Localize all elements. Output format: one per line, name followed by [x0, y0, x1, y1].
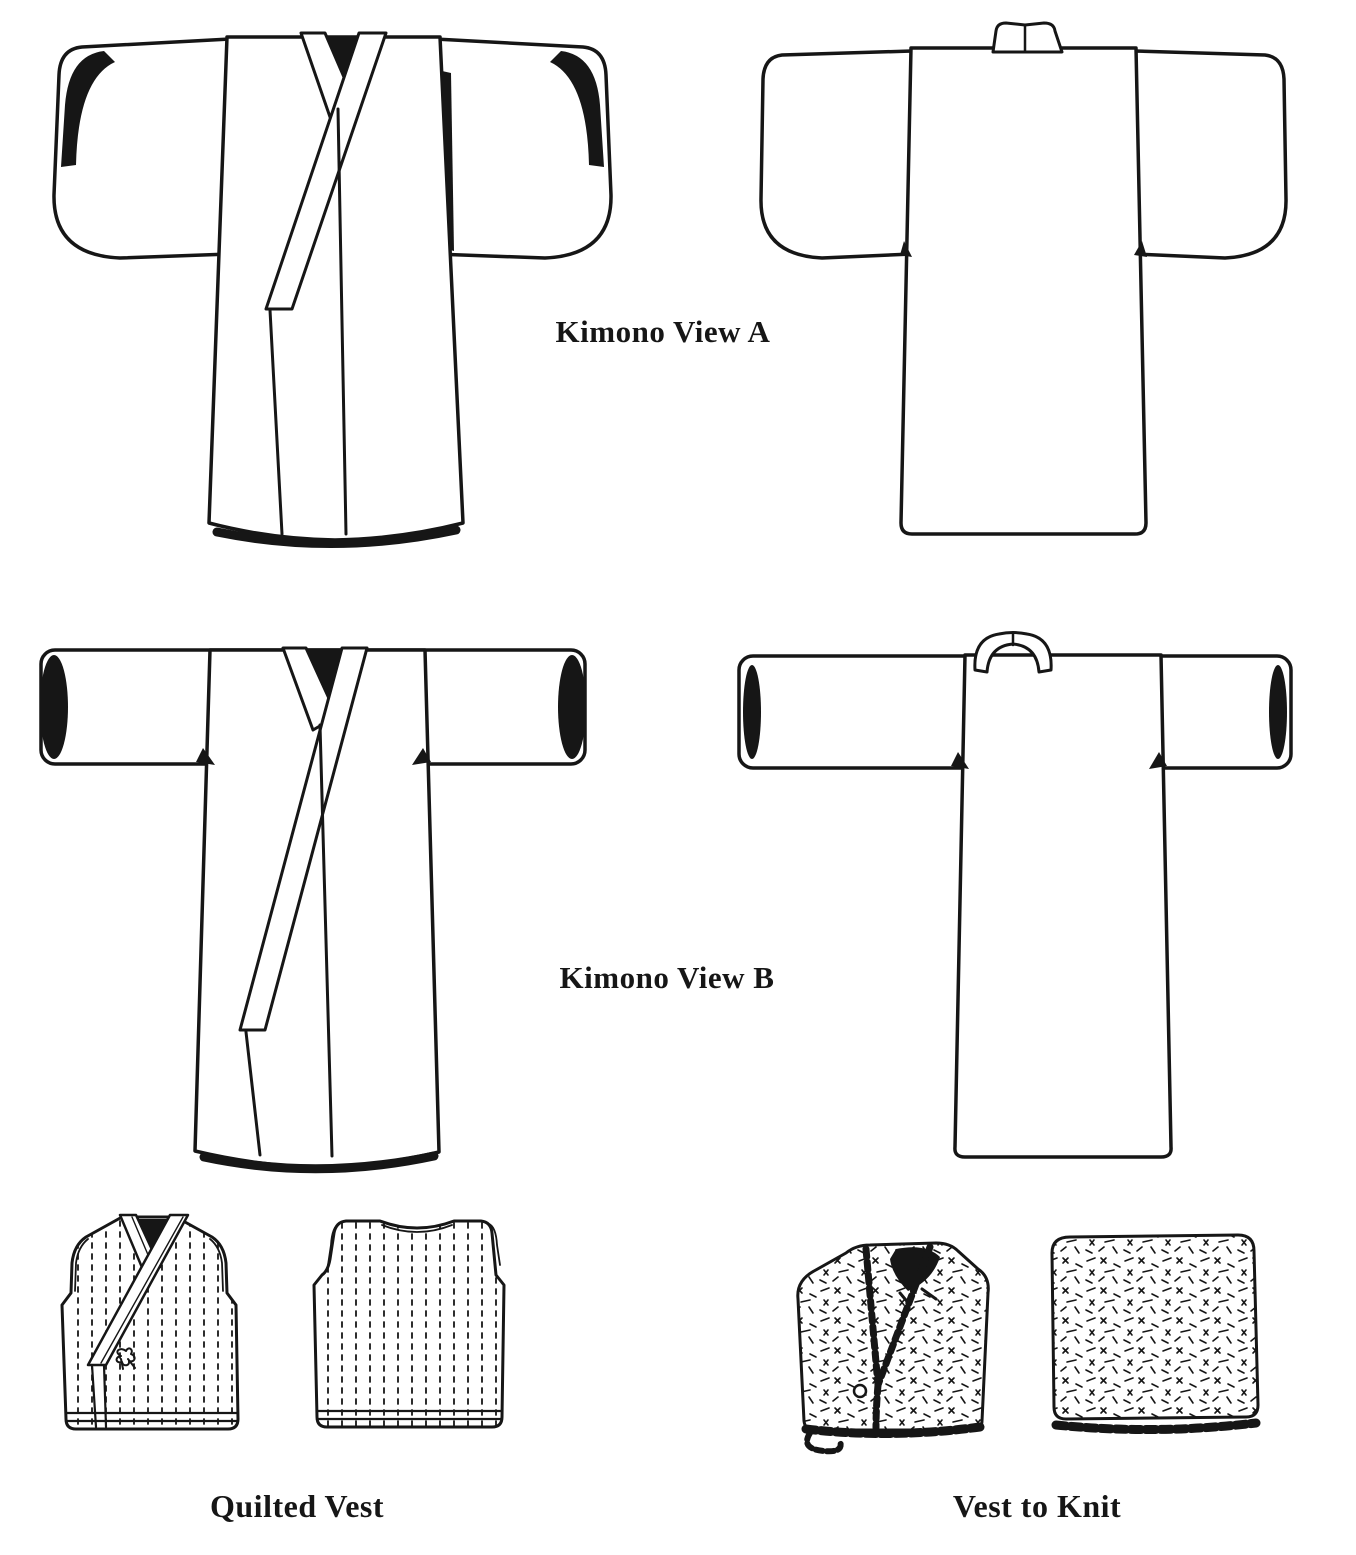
quilted-vest-illustration: [40, 1205, 540, 1455]
quilted-vest-drawing: [60, 1213, 506, 1431]
kimono-view-b-front-drawing: [39, 646, 587, 1174]
kimono-view-a-front-illustration: [20, 5, 620, 560]
kimono-view-a-front-drawing: [52, 31, 613, 548]
kimono-view-a-back-illustration: [740, 15, 1330, 550]
quilted-vest-label: Quilted Vest: [209, 1488, 385, 1524]
kimono-view-a-label: Kimono View A: [555, 314, 771, 349]
vest-to-knit-drawing: [796, 1233, 1261, 1455]
kimono-view-b-label: Kimono View B: [559, 960, 775, 995]
vest-to-knit-label: Vest to Knit: [952, 1488, 1122, 1524]
kimono-view-b-front-illustration: [25, 630, 605, 1175]
kimono-view-a-back-drawing: [759, 21, 1288, 536]
kimono-view-b-back-illustration: [725, 630, 1315, 1175]
kimono-view-b-back-drawing: [737, 631, 1293, 1159]
vest-to-knit-illustration: [780, 1225, 1280, 1460]
